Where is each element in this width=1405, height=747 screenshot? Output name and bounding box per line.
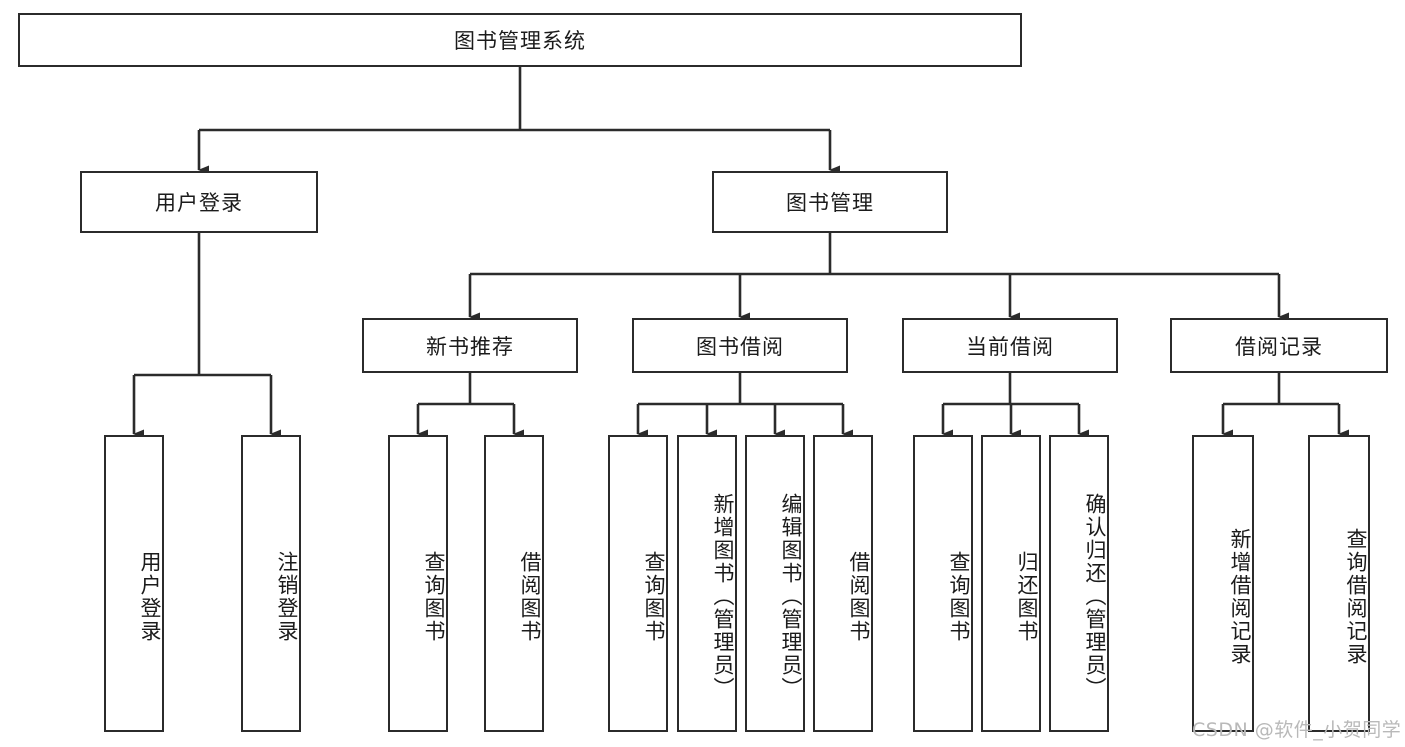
node-leaf-return-book: 归还图书 xyxy=(981,435,1041,732)
node-label: 图书借阅 xyxy=(696,334,784,359)
node-user-login: 用户登录 xyxy=(80,171,318,233)
node-label: 归还图书 xyxy=(1015,550,1039,643)
node-leaf-add-borrow-record: 新增借阅记录 xyxy=(1192,435,1254,732)
node-label: 图书管理 xyxy=(786,191,874,215)
node-label: 用户登录 xyxy=(138,550,162,643)
node-label: 查询图书 xyxy=(642,550,666,643)
node-label: 借阅图书 xyxy=(847,550,871,643)
csdn-watermark: CSDN @软件_小贺同学 xyxy=(1192,719,1402,741)
node-leaf-user-logout: 注销登录 xyxy=(241,435,301,732)
node-borrow-record: 借阅记录 xyxy=(1170,318,1388,373)
node-leaf-query-book-3: 查询图书 xyxy=(913,435,973,732)
node-label: 查询借阅记录 xyxy=(1344,527,1368,666)
node-label: 查询图书 xyxy=(422,550,446,643)
node-leaf-query-book-1: 查询图书 xyxy=(388,435,448,732)
node-leaf-borrow-book-2: 借阅图书 xyxy=(813,435,873,732)
node-label: 新增图书（管理员） xyxy=(711,493,735,700)
node-root: 图书管理系统 xyxy=(18,13,1022,67)
node-label: 注销登录 xyxy=(275,550,299,643)
node-label: 借阅记录 xyxy=(1235,334,1323,359)
node-leaf-user-login: 用户登录 xyxy=(104,435,164,732)
node-label: 确认归还（管理员） xyxy=(1083,493,1107,700)
node-leaf-confirm-return-admin: 确认归还（管理员） xyxy=(1049,435,1109,732)
node-new-book-recommend: 新书推荐 xyxy=(362,318,578,373)
node-label: 新增借阅记录 xyxy=(1228,527,1252,666)
node-label: 新书推荐 xyxy=(426,334,514,359)
node-label: 编辑图书（管理员） xyxy=(779,493,803,700)
node-label: 查询图书 xyxy=(947,550,971,643)
node-label: 借阅图书 xyxy=(518,550,542,643)
node-book-manage: 图书管理 xyxy=(712,171,948,233)
node-leaf-edit-book-admin: 编辑图书（管理员） xyxy=(745,435,805,732)
node-leaf-borrow-book-1: 借阅图书 xyxy=(484,435,544,732)
node-leaf-query-borrow-record: 查询借阅记录 xyxy=(1308,435,1370,732)
node-book-borrow: 图书借阅 xyxy=(632,318,848,373)
node-leaf-query-book-2: 查询图书 xyxy=(608,435,668,732)
node-label: 图书管理系统 xyxy=(454,29,586,53)
node-label: 用户登录 xyxy=(155,191,243,215)
node-label: 当前借阅 xyxy=(966,334,1054,359)
node-leaf-add-book-admin: 新增图书（管理员） xyxy=(677,435,737,732)
node-current-borrow: 当前借阅 xyxy=(902,318,1118,373)
